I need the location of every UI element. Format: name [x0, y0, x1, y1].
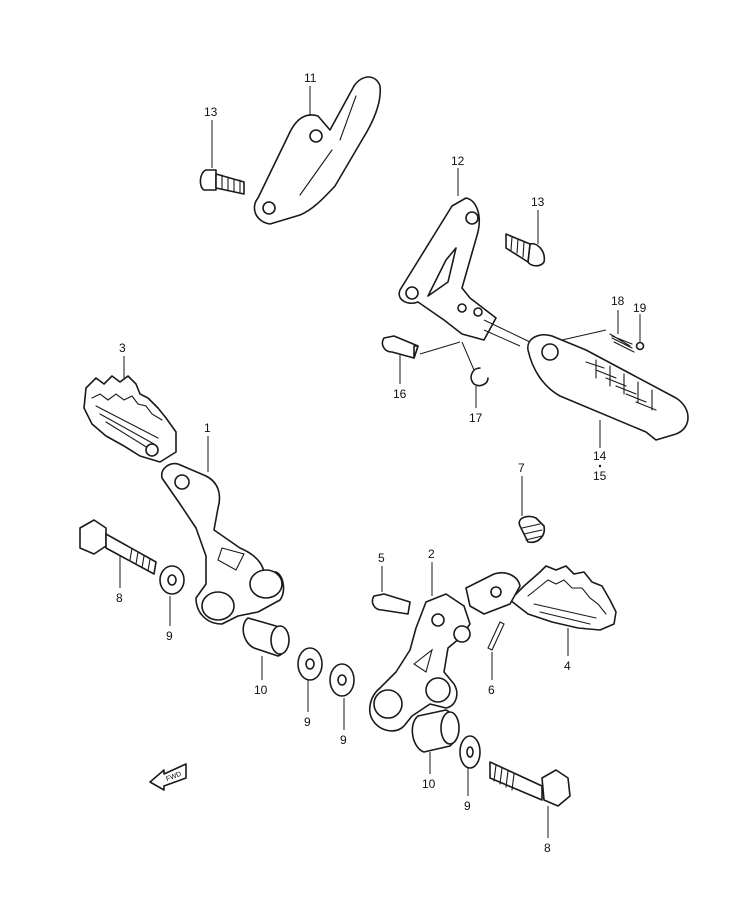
part-9-washer-d	[459, 735, 481, 769]
callout-9-left-a: 9	[166, 629, 173, 643]
part-9-washer-c	[329, 663, 355, 697]
part-13-bolt-b	[505, 233, 546, 267]
callout-18: 18	[611, 294, 625, 308]
callout-labels: 11 13 12 13 18 19 16 17 14 15 3 1 8 9 10…	[116, 71, 647, 855]
part-18-spring	[609, 333, 635, 353]
part-14-footrest	[527, 334, 689, 441]
part-17-clip	[470, 367, 489, 387]
fwd-arrow-icon: FWD	[149, 763, 187, 791]
leader-lines	[119, 86, 641, 838]
part-10-bushing-a	[242, 617, 290, 657]
callout-15: 15	[593, 469, 607, 483]
callout-separator-dot	[598, 464, 602, 468]
part-11-heel-plate	[253, 76, 382, 225]
part-7-spring	[518, 515, 546, 544]
part-13-bolt-a	[199, 169, 245, 195]
part-3-footpeg-left	[83, 375, 177, 463]
callout-5: 5	[378, 551, 385, 565]
part-4-footpeg-right	[465, 565, 617, 631]
callout-4: 4	[564, 659, 571, 673]
part-9-washer-b	[297, 647, 323, 681]
callout-2: 2	[428, 547, 435, 561]
part-9-washer-a	[159, 565, 185, 595]
part-8-bolt-right	[489, 761, 571, 807]
callout-9-left-b: 9	[304, 715, 311, 729]
callout-8-right: 8	[544, 841, 551, 855]
part-10-bushing-b	[411, 709, 460, 753]
callout-10-right: 10	[422, 777, 436, 791]
callout-7: 7	[518, 461, 525, 475]
callout-14: 14	[593, 449, 607, 463]
part-16-pin	[381, 335, 419, 359]
callout-10-left: 10	[254, 683, 268, 697]
callout-3: 3	[119, 341, 126, 355]
part-2-arm-right	[368, 593, 471, 732]
callout-8-left: 8	[116, 591, 123, 605]
callout-6: 6	[488, 683, 495, 697]
callout-1: 1	[204, 421, 211, 435]
callout-19: 19	[633, 301, 647, 315]
part-6-cotter-pin	[487, 621, 505, 651]
callout-11: 11	[304, 71, 317, 85]
part-19-ball	[635, 341, 645, 351]
callout-13-upper-left: 13	[204, 105, 218, 119]
part-8-bolt-left	[79, 519, 157, 575]
part-1-arm-left	[160, 462, 285, 625]
callout-12: 12	[451, 154, 465, 168]
callout-9-right-b: 9	[464, 799, 471, 813]
part-5-pin	[371, 593, 411, 615]
callout-16: 16	[393, 387, 407, 401]
part-12-bracket	[398, 197, 497, 341]
callout-17: 17	[469, 411, 483, 425]
callout-9-right-a: 9	[340, 733, 347, 747]
callout-13-right: 13	[531, 195, 545, 209]
